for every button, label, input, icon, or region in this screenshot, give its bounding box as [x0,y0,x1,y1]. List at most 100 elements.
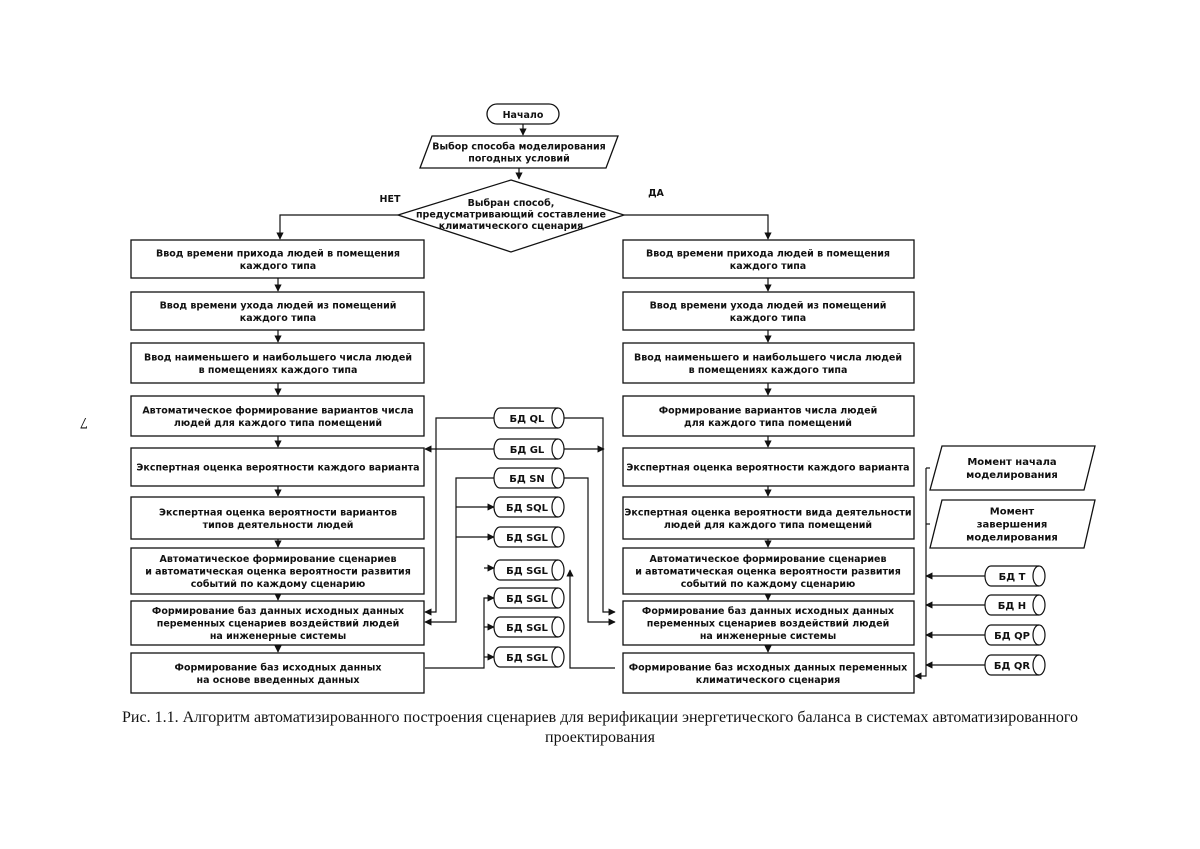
left-block-label: людей для каждого типа помещений [174,418,382,429]
db-sn-right-link [564,477,616,626]
left-block-label: каждого типа [240,261,316,272]
climate-scenario-decision [395,179,627,253]
right-block-label: Формирование баз исходных данных перемен… [629,662,908,673]
database-cylinder-edge [1032,654,1040,676]
decision-label: климатического сценария [439,221,583,232]
center-db-label: БД QL [510,414,546,425]
left-block-label: каждого типа [240,313,316,324]
db-sgl-right-link [566,569,615,669]
left-block-label: Ввод наименьшего и наибольшего числа люд… [144,352,412,363]
left-block-8 [130,600,425,646]
left-block-5 [130,447,425,487]
right-block-label: каждого типа [730,261,806,272]
weather-method-label: Выбор способа моделирования [432,142,605,153]
connector-lines [274,124,985,680]
right-db-label: БД T [999,572,1026,583]
center-db-5: БД SGL [493,526,565,548]
left-block-label: типов деятельности людей [203,520,354,531]
right-db-2: БД H [984,594,1046,616]
left-block-6 [130,496,425,540]
right-block-label: и автоматическая оценка вероятности разв… [635,567,901,578]
right-block-label: Ввод времени ухода людей из помещений [650,300,887,311]
right-block-label: событий по каждому сценарию [681,579,855,590]
left-block-9 [130,652,425,694]
right-block-1 [622,239,915,279]
left-block-label: Ввод времени прихода людей в помещения [156,248,400,259]
center-db-2: БД GL [493,438,565,460]
right-block-label: в помещениях каждого типа [689,365,848,376]
center-db-3: БД SN [493,467,565,489]
database-cylinder-edge [1032,565,1040,587]
center-db-label: БД SGL [506,623,548,634]
left-block-label: Формирование баз данных исходных данных [152,606,404,617]
decision-label: Выбран способ, [468,198,555,209]
left-block-3 [130,342,425,384]
center-db-label: БД SGL [506,533,548,544]
database-cylinder-edge [551,587,559,609]
center-db-8: БД SGL [493,616,565,638]
moment-end-input-label: завершения [977,520,1048,531]
moment-start-input-label: моделирования [966,470,1058,481]
right-block-9 [622,652,915,694]
start-terminator [486,103,560,125]
right-db-4: БД QR [984,654,1046,676]
database-cylinder-edge [551,616,559,638]
right-block-label: климатического сценария [696,675,840,686]
right-block-4 [622,395,915,437]
right-db-label: БД QR [994,661,1031,672]
database-cylinder-edge [1032,594,1040,616]
right-block-label: Автоматическое формирование сценариев [650,554,887,565]
left-block-label: в помещениях каждого типа [199,365,358,376]
left-block-label: на инженерные системы [210,631,346,642]
left-block-label: Автоматическое формирование вариантов чи… [142,405,413,416]
center-db-label: БД SQL [506,503,549,514]
moment-start-input-label: Момент начала [967,457,1056,468]
branch-no-line [276,214,398,240]
moment-end-input [929,499,1096,549]
right-db-1: БД T [984,565,1046,587]
right-block-5 [622,447,915,487]
left-block-label: Ввод времени ухода людей из помещений [160,300,397,311]
moment-end-input-label: моделирования [966,533,1058,544]
branch-no-label: НЕТ [380,194,401,205]
left-block-1 [130,239,425,279]
center-db-4: БД SQL [493,496,565,518]
database-cylinder-edge [1032,624,1040,646]
database-cylinder-edge [551,496,559,518]
weather-method-label: погодных условий [468,154,569,165]
database-cylinder-edge [551,526,559,548]
start-label: Начало [503,110,544,121]
moment-end-input-label: Момент [990,507,1035,518]
right-db-label: БД H [998,601,1026,612]
right-block-label: Экспертная оценка вероятности вида деяте… [624,507,911,518]
center-db-9: БД SGL [493,646,565,668]
database-cylinder-edge [551,467,559,489]
right-db-3: БД QP [984,624,1046,646]
left-block-label: Экспертная оценка вероятности вариантов [159,507,397,518]
right-block-label: Формирование баз данных исходных данных [642,606,894,617]
left-block-2 [130,291,425,331]
right-block-label: на инженерные системы [700,631,836,642]
center-db-6: БД SGL [493,559,565,581]
center-db-label: БД SGL [506,566,548,577]
right-block-8 [622,600,915,646]
right-block-label: Формирование вариантов числа людей [659,405,878,416]
center-db-label: БД GL [510,445,545,456]
figure-caption: Рис. 1.1. Алгоритм автоматизированного п… [122,709,1078,746]
left-block-label: Автоматическое формирование сценариев [160,554,397,565]
center-db-label: БД SGL [506,594,548,605]
database-cylinder-edge [551,646,559,668]
right-block-label: для каждого типа помещений [684,418,852,429]
decision-label: предусматривающий составление [416,210,606,221]
left-block-7 [130,547,425,595]
left-block-4 [130,395,425,437]
weather-method-input [419,135,619,169]
right-block-6 [622,496,915,540]
right-block-2 [622,291,915,331]
db-sgl-left-bottom [425,594,495,669]
left-block-label: переменных сценариев воздействий людей [157,619,400,630]
right-block-label: Ввод наименьшего и наибольшего числа люд… [634,352,902,363]
center-db-1: БД QL [493,407,565,429]
right-block-3 [622,342,915,384]
